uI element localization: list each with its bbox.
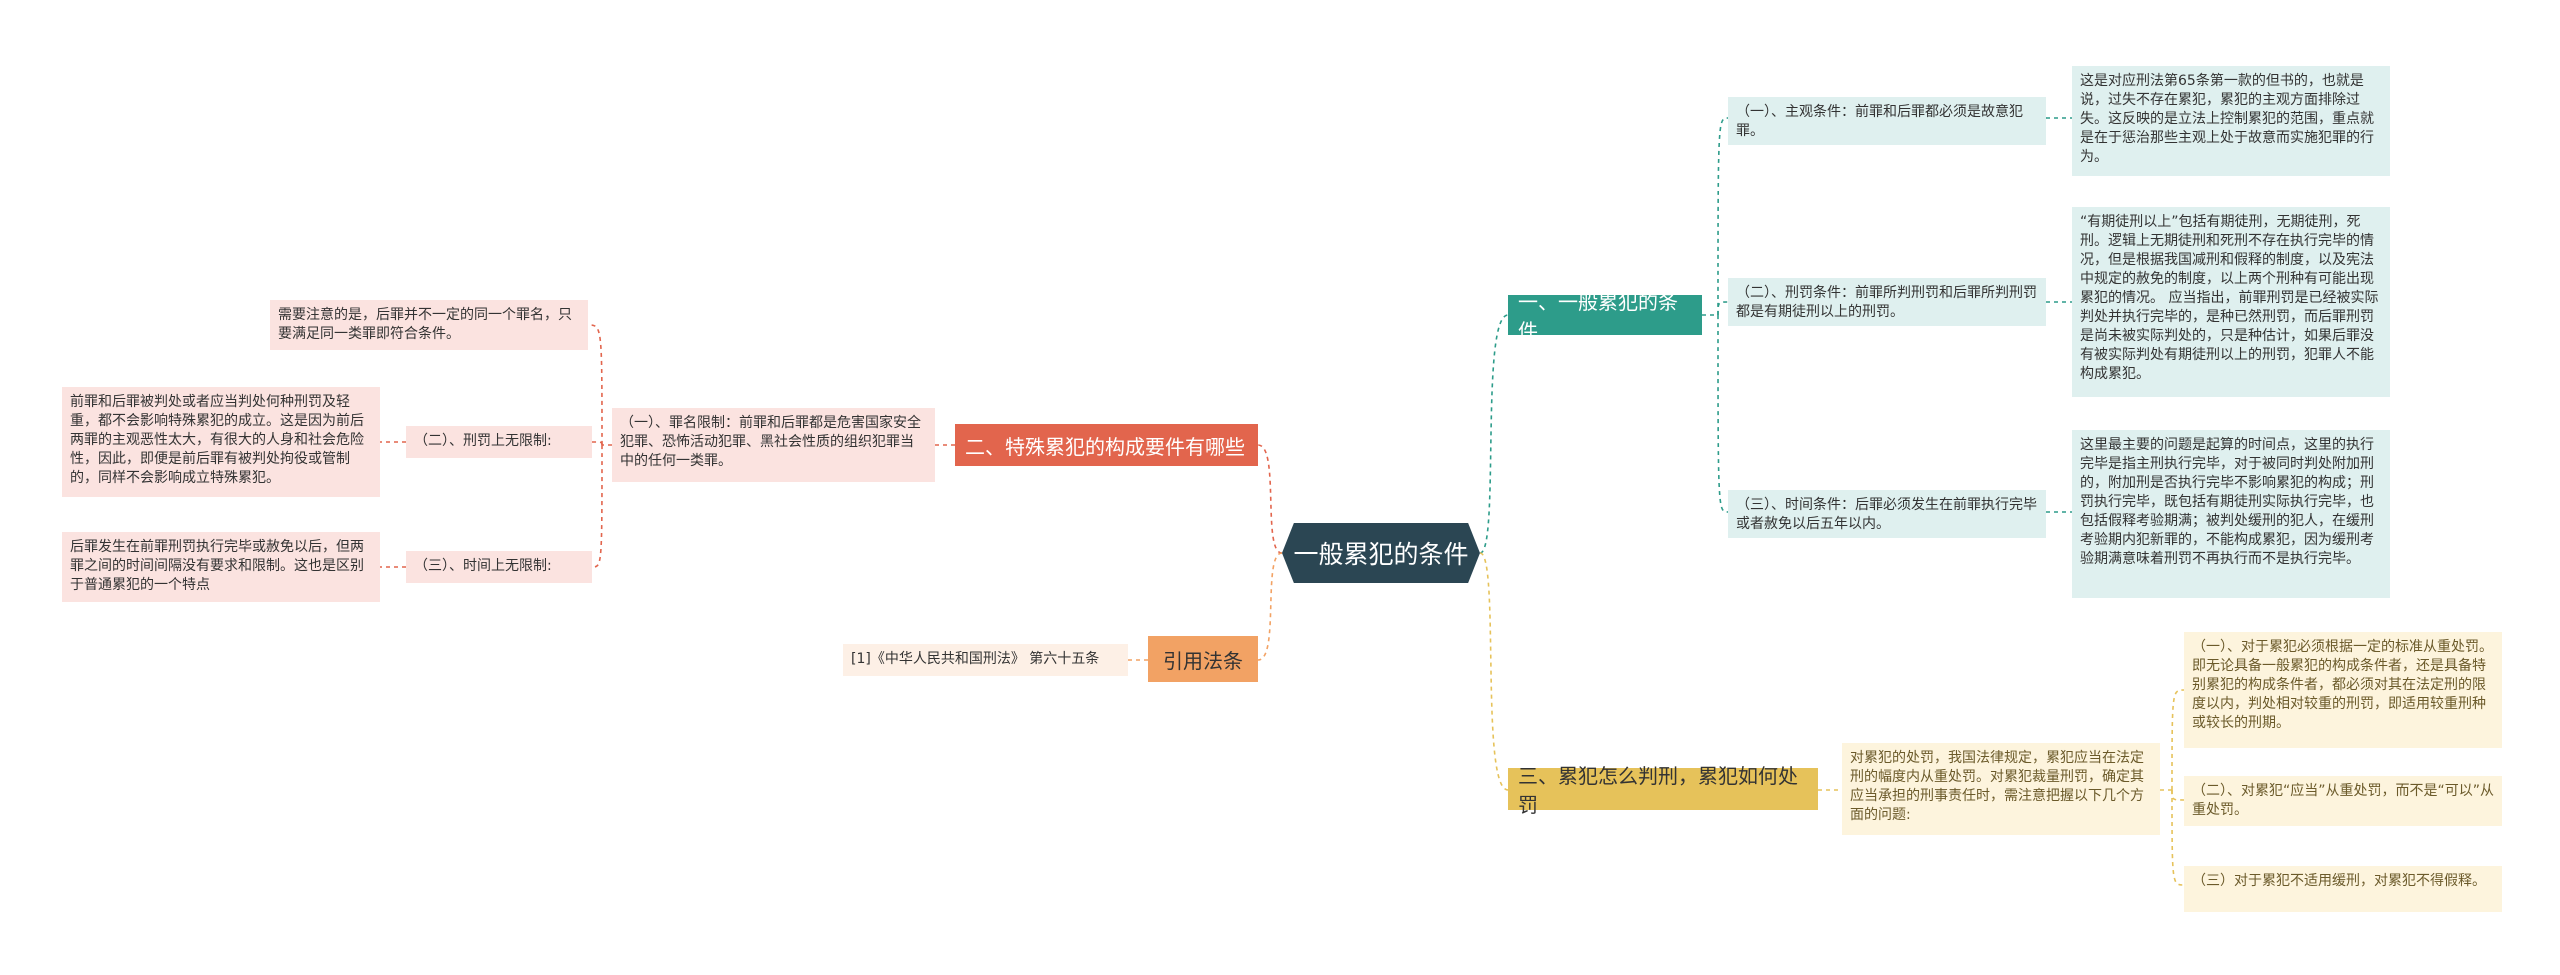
link-item-2 [2171,789,2185,801]
link-root-sentence [1479,552,1509,791]
root-topic[interactable]: 一般累犯的条件 [1282,523,1480,583]
link-item-3 [2171,789,2185,886]
link-general-penalty [1717,301,1729,316]
link-general-subjective [1717,117,1729,316]
link-crime-time [591,444,603,568]
link-crime-detail [587,324,603,446]
general-subjective-detail: 这是对应刑法第65条第一款的但书的，也就是说，过失不存在累犯，累犯的主观方面排除… [2072,66,2390,176]
general-subjective-condition[interactable]: （一）、主观条件：前罪和后罪都必须是故意犯罪。 [1728,97,2046,145]
general-penalty-detail: “有期徒刑以上”包括有期徒刑，无期徒刑，死刑。逻辑上无期徒刑和死刑不存在执行完毕… [2072,207,2390,397]
special-penalty-detail: 前罪和后罪被判处或者应当判处何种刑罚及轻重，都不会影响特殊累犯的成立。这是因为前… [62,387,380,497]
link-item-1 [2171,689,2185,791]
link-root-special [1257,444,1283,554]
branch-special-recidivism[interactable]: 二、特殊累犯的构成要件有哪些 [955,424,1258,466]
branch-law-citation[interactable]: 引用法条 [1148,636,1258,682]
sentencing-intro: 对累犯的处罚，我国法律规定，累犯应当在法定刑的幅度内从重处罚。对累犯裁量刑罚，确… [1842,743,2160,835]
link-root-law [1257,552,1283,661]
general-time-condition[interactable]: （三）、时间条件：后罪必须发生在前罪执行完毕或者赦免以后五年以内。 [1728,490,2046,538]
special-time-detail: 后罪发生在前罪刑罚执行完毕或赦免以后，但两罪之间的时间间隔没有要求和限制。这也是… [62,532,380,602]
sentencing-item-2[interactable]: （二）、对累犯“应当”从重处罚，而不是“可以”从重处罚。 [2184,776,2502,826]
branch-sentencing[interactable]: 三、累犯怎么判刑，累犯如何处罚 [1508,764,1818,817]
link-general-time [1717,314,1729,513]
branch-general-conditions[interactable]: 一、一般累犯的条件 [1508,290,1702,343]
law-reference[interactable]: [1]《中华人民共和国刑法》 第六十五条 [843,644,1128,676]
special-penalty-condition[interactable]: （二）、刑罚上无限制: [406,426,592,458]
special-time-condition[interactable]: （三）、时间上无限制: [406,551,592,583]
link-root-general [1479,314,1509,554]
link-crime-penalty [591,441,603,446]
general-time-detail: 这里最主要的问题是起算的时间点，这里的执行完毕是指主刑执行完毕，对于被同时判处附… [2072,430,2390,598]
general-penalty-condition[interactable]: （二）、刑罚条件：前罪所判刑罚和后罪所判刑罚都是有期徒刑以上的刑罚。 [1728,278,2046,326]
special-crime-condition[interactable]: （一）、罪名限制：前罪和后罪都是危害国家安全犯罪、恐怖活动犯罪、黑社会性质的组织… [612,408,935,482]
sentencing-item-3[interactable]: （三）对于累犯不适用缓刑，对累犯不得假释。 [2184,866,2502,912]
special-crime-detail: 需要注意的是，后罪并不一定的同一个罪名，只要满足同一类罪即符合条件。 [270,300,588,350]
sentencing-item-1[interactable]: （一）、对于累犯必须根据一定的标准从重处罚。即无论具备一般累犯的构成条件者，还是… [2184,632,2502,748]
